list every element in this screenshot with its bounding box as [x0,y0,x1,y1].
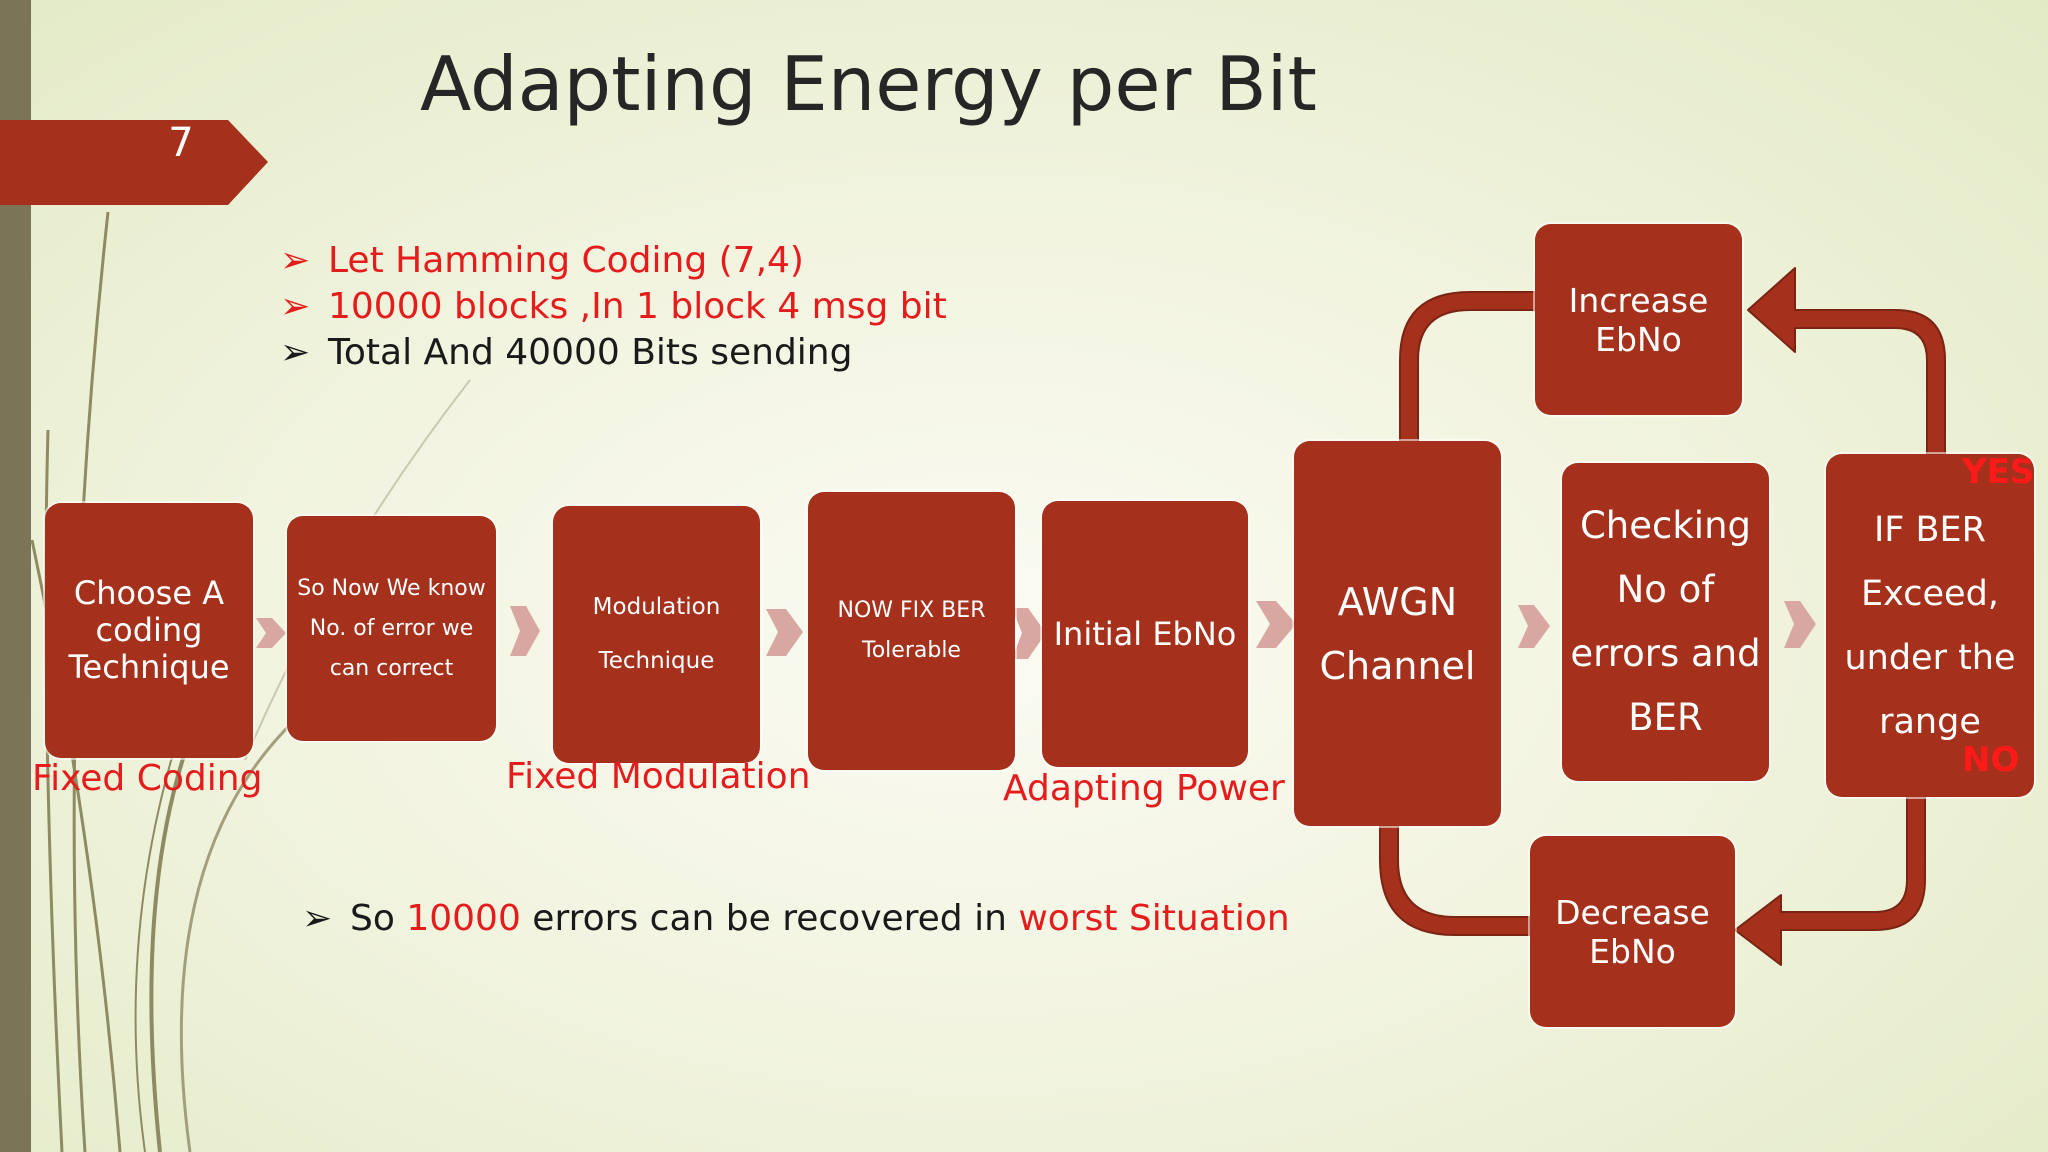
bullet-text: Total And 40000 Bits sending [328,332,853,373]
initial-ebno-box: Initial EbNo [1042,501,1248,767]
bullet-list: ➢ Let Hamming Coding (7,4) ➢ 10000 blocks … [280,238,947,376]
arrow-bullet-icon: ➢ [280,332,311,373]
bullet-item: ➢ 10000 blocks ,In 1 block 4 msg bit [280,284,947,330]
note-text: errors can be recovered in [520,898,1019,939]
bullet-text: 10000 blocks ,In 1 block 4 msg bit [328,286,947,327]
choose-coding-box: Choose A coding Technique [45,503,253,758]
fixed-coding-label: Fixed Coding [32,758,263,799]
box-text: Modulation Technique [592,594,721,674]
slide-title: Adapting Energy per Bit [420,40,1317,128]
box-text: IF BER Exceed, under the range [1844,509,2016,742]
worst-case-note: ➢ So 10000 errors can be recovered in wor… [302,896,1290,942]
note-highlight: worst Situation [1018,898,1290,939]
fix-ber-box: NOW FIX BER Tolerable [808,492,1015,770]
slide-number-tab [0,120,268,205]
arrow-bullet-icon: ➢ [280,286,311,327]
box-text: NOW FIX BER Tolerable [837,598,986,663]
modulation-box: Modulation Technique [553,506,760,763]
checking-errors-box: Checking No of errors and BER [1562,463,1769,781]
slide-number: 7 [168,120,194,166]
yes-label: YES [1962,452,2035,492]
bullet-item: ➢ Total And 40000 Bits sending [280,330,947,376]
box-text: Checking No of errors and BER [1570,504,1761,739]
ber-decision-box: IF BER Exceed, under the range [1826,454,2034,797]
box-text: AWGN Channel [1319,579,1476,688]
bullet-text: Let Hamming Coding (7,4) [328,240,804,281]
decrease-ebno-box: Decrease EbNo [1530,836,1735,1027]
known-errors-box: So Now We know No. of error we can corre… [287,516,496,741]
note-number: 10000 [406,898,521,939]
box-text: Decrease EbNo [1555,892,1710,971]
box-text: So Now We know No. of error we can corre… [297,575,486,681]
note-text: So [350,898,407,939]
fixed-modulation-label: Fixed Modulation [506,756,811,797]
bullet-item: ➢ Let Hamming Coding (7,4) [280,238,947,284]
increase-ebno-box: Increase EbNo [1535,224,1742,415]
arrow-bullet-icon: ➢ [280,240,311,281]
box-text: Choose A coding Technique [68,574,230,686]
no-label: NO [1962,740,2020,780]
box-text: Initial EbNo [1053,615,1237,653]
awgn-channel-box: AWGN Channel [1294,441,1501,826]
box-text: Increase EbNo [1568,280,1709,359]
adapting-power-label: Adapting Power [1003,768,1285,809]
arrow-bullet-icon: ➢ [302,898,333,939]
